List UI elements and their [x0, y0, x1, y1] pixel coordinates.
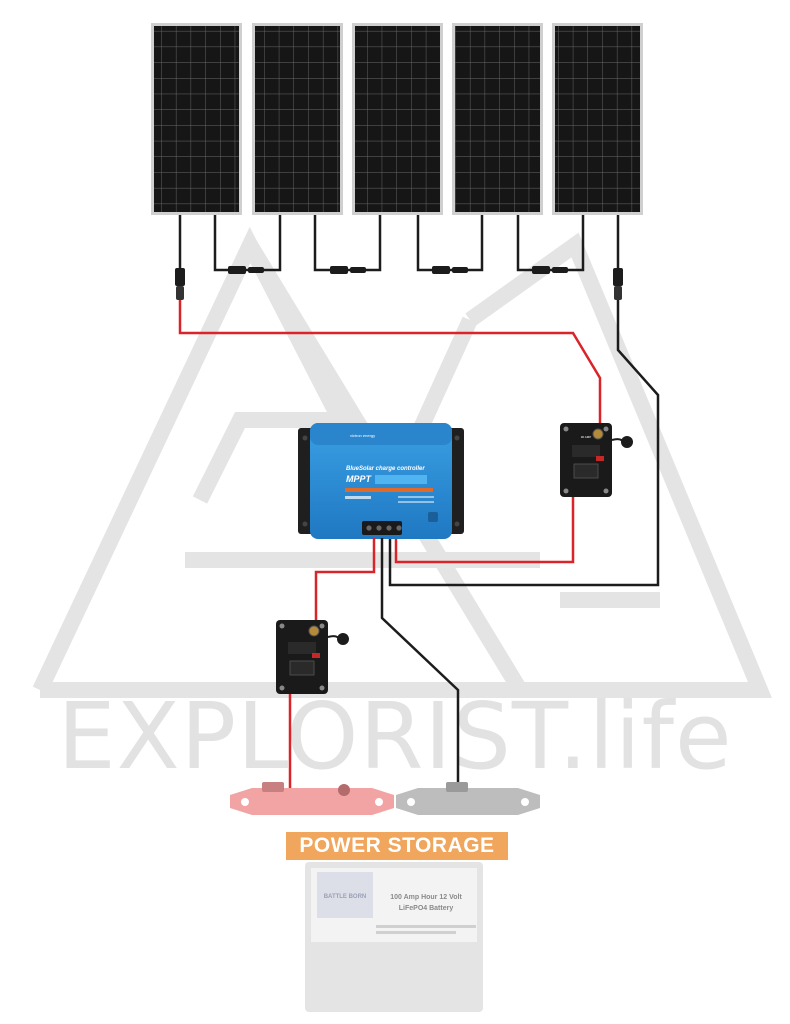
negative-bus-bar: [396, 782, 540, 815]
battery-logo: BATTLE BORN: [324, 894, 367, 900]
controller-brand: victron energy: [350, 433, 375, 438]
controller-type: MPPT: [346, 474, 373, 484]
array-positive-lead: [175, 215, 602, 428]
pv-breaker-to-controller-wire: [394, 497, 575, 564]
solar-panel-1: [151, 23, 242, 215]
power-storage-label: POWER STORAGE: [286, 832, 508, 860]
watermark-text: EXPLORIST.life: [57, 683, 732, 790]
controller-title: BlueSolar charge controller: [346, 466, 425, 472]
solar-panel-3: [352, 23, 443, 215]
svg-text:30 AMP: 30 AMP: [581, 435, 592, 439]
controller-positive-output-wire: [314, 538, 376, 626]
pv-circuit-breaker: 30 AMP: [560, 423, 633, 497]
solar-panel-5: [552, 23, 643, 215]
controller-negative-output-wire: [380, 538, 460, 790]
battery-label-line2: LiFePO4 Battery: [399, 905, 454, 912]
mc4-connectors: [228, 266, 568, 274]
solar-panel-2: [252, 23, 343, 215]
battery-circuit-breaker: [276, 620, 349, 694]
solar-panel-4: [452, 23, 543, 215]
series-wiring: [213, 215, 585, 272]
positive-bus-bar: [230, 782, 394, 815]
battery-label-line1: 100 Amp Hour 12 Volt: [390, 894, 462, 901]
mppt-charge-controller: victron energy BlueSolar charge controll…: [298, 423, 464, 539]
battery: BATTLE BORN 100 Amp Hour 12 Volt LiFePO4…: [305, 862, 483, 1012]
array-negative-lead: [388, 215, 660, 587]
watermark-logo: [32, 226, 772, 698]
